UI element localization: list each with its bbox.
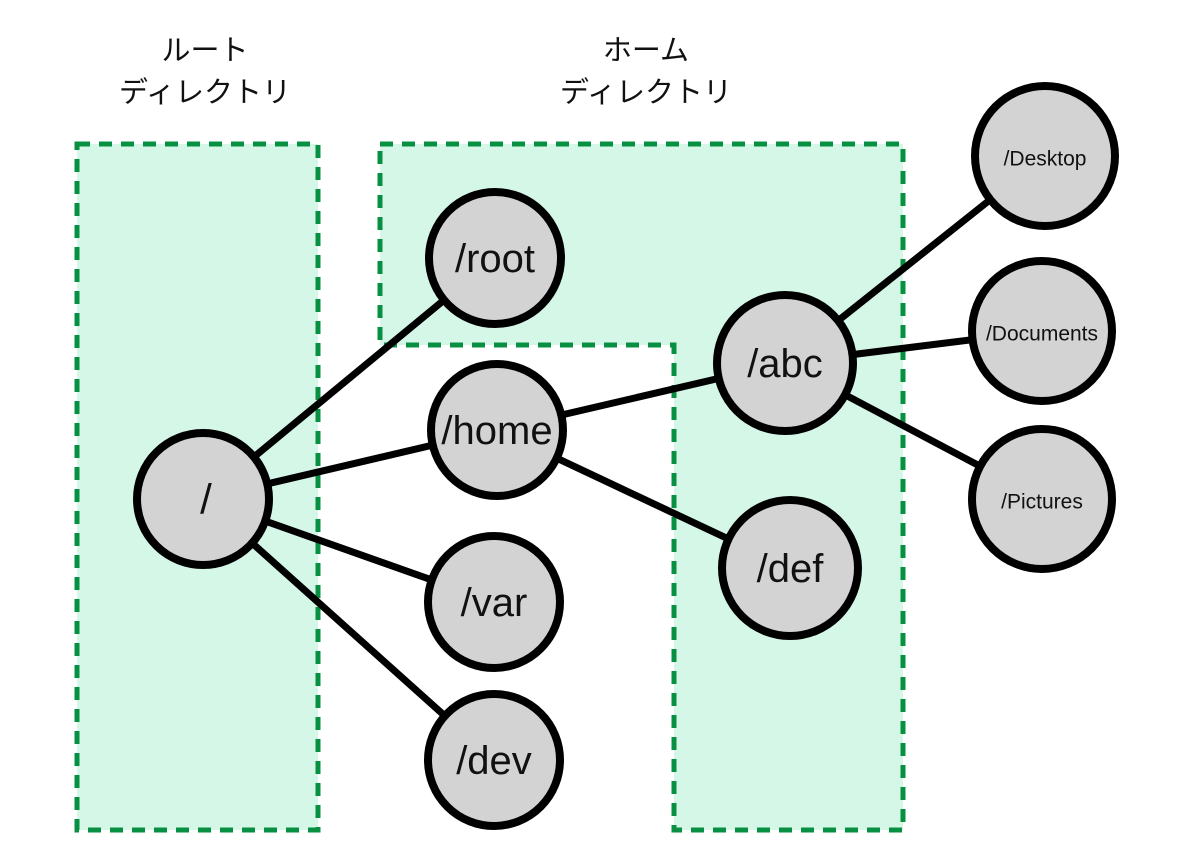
node-desktop-label: /Desktop: [1004, 147, 1087, 170]
node-documents-label: /Documents: [986, 322, 1098, 345]
node-fs-root: /: [133, 429, 273, 569]
node-def: /def: [718, 496, 862, 640]
node-fs-root-circle: [133, 429, 273, 569]
node-pictures-circle: [968, 425, 1116, 573]
node-var-label: /var: [461, 581, 528, 625]
node-home: /home: [427, 360, 567, 500]
node-var-circle: [424, 532, 564, 672]
node-home-label: /home: [441, 409, 552, 453]
node-def-label: /def: [757, 547, 825, 591]
node-abc-circle: [713, 291, 857, 435]
node-desktop: /Desktop: [971, 82, 1119, 230]
node-abc: /abc: [713, 291, 857, 435]
home-directory-title-line2: ディレクトリ: [560, 76, 732, 109]
node-var: /var: [424, 532, 564, 672]
root-directory-title-line1: ルート: [161, 35, 248, 67]
node-fs-root-label: /: [200, 476, 212, 523]
root-directory-title-line2: ディレクトリ: [119, 76, 291, 109]
node-root-label: /root: [455, 237, 535, 281]
node-root: /root: [425, 188, 565, 328]
node-documents: /Documents: [968, 257, 1116, 405]
node-pictures: /Pictures: [968, 425, 1116, 573]
node-documents-circle: [968, 257, 1116, 405]
node-dev-label: /dev: [456, 739, 532, 783]
node-root-circle: [425, 188, 565, 328]
node-def-circle: [718, 496, 862, 640]
node-home-circle: [427, 360, 567, 500]
node-desktop-circle: [971, 82, 1119, 230]
node-dev: /dev: [424, 690, 564, 830]
home-directory-title-line1: ホーム: [603, 35, 689, 67]
node-dev-circle: [424, 690, 564, 830]
node-pictures-label: /Pictures: [1001, 490, 1083, 513]
node-abc-label: /abc: [747, 342, 823, 386]
